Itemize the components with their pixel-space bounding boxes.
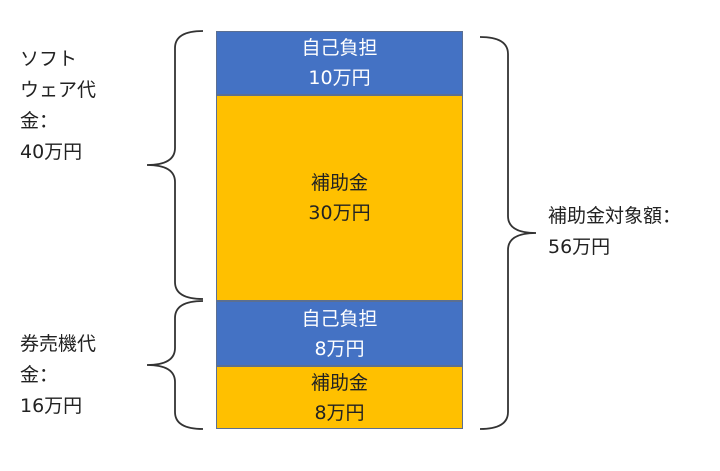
block-title: 自己負担 [301,307,378,330]
ticket-label-line: 金： [20,364,59,386]
total-amount: 56万円 [548,236,611,258]
block-amount: 10万円 [308,67,371,89]
ticket-machine-cost-label: 券売機代 金： 16万円 [20,329,130,422]
subsidy-total-brace [479,36,537,430]
block-title: 補助金 [310,172,368,194]
ticket-machine-subsidy-block: 補助金 8万円 [216,366,463,429]
software-label-line: 金： [20,110,59,132]
software-self-pay-block: 自己負担 10万円 [216,31,463,95]
total-label-line: 補助金対象額： [548,205,682,227]
subsidy-eligible-total-label: 補助金対象額： 56万円 [548,201,718,263]
block-amount: 8万円 [314,337,365,360]
software-amount: 40万円 [20,141,83,163]
ticket-machine-brace [146,300,204,430]
block-title: 補助金 [310,371,368,394]
software-cost-label: ソフト ウェア代 金： 40万円 [20,44,130,168]
block-amount: 8万円 [314,401,365,424]
software-label-line: ソフト [20,48,78,70]
software-label-line: ウェア代 [20,79,97,101]
ticket-machine-amount: 16万円 [20,395,83,417]
ticket-machine-self-pay-block: 自己負担 8万円 [216,301,463,366]
block-title: 自己負担 [301,37,378,59]
software-subsidy-block: 補助金 30万円 [216,95,463,301]
block-amount: 30万円 [308,202,371,224]
ticket-label-line: 券売機代 [20,333,97,355]
software-brace [146,30,204,300]
